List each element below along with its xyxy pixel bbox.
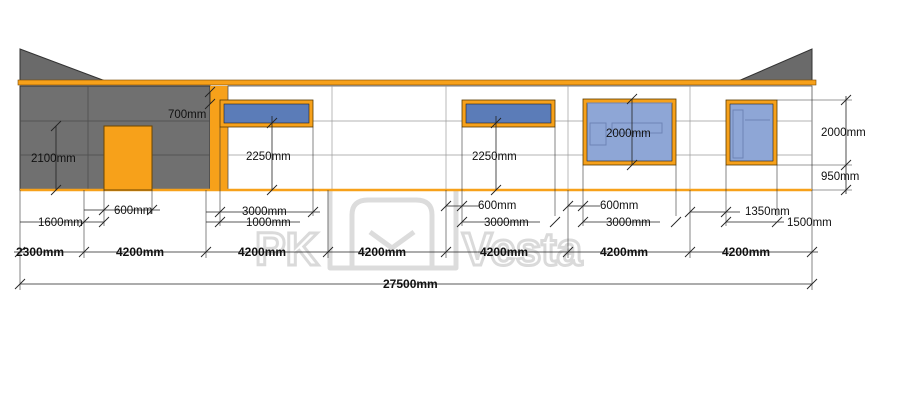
dim-bay-3: 4200mm: [238, 245, 286, 259]
dim-bay-1: 2300mm: [16, 245, 64, 259]
watermark-prefix: PK: [255, 223, 319, 275]
window-4-interior: [732, 109, 770, 159]
dim-window3-offset: 600mm: [600, 200, 638, 212]
dim-door-offset: 1600mm: [38, 217, 83, 229]
roof-right-wing: [735, 48, 813, 83]
dim-total: 27500mm: [383, 277, 438, 291]
dim-window2-height: 2250mm: [472, 151, 517, 163]
window-3-glass: [586, 102, 673, 162]
dimension-lines: [14, 86, 852, 290]
dim-window1-top: 700mm: [168, 109, 206, 121]
dim-window2-offset: 600mm: [478, 200, 516, 212]
dim-window4-offset: 1350mm: [745, 206, 790, 218]
dimension-labels: 2300mm 4200mm 4200mm 4200mm 4200mm 4200m…: [16, 109, 866, 291]
dim-window1-width: 3000mm: [242, 206, 287, 218]
dim-window3-width: 3000mm: [606, 217, 651, 229]
dim-bay-6: 4200mm: [600, 245, 648, 259]
roof-left-wing: [19, 48, 109, 83]
dim-window2-width: 3000mm: [484, 217, 529, 229]
roof-fascia: [17, 79, 817, 86]
dim-window4-sill: 950mm: [821, 171, 859, 183]
dim-door-width: 600mm: [114, 205, 152, 217]
dim-window4-height: 2000mm: [821, 127, 866, 139]
watermark-brand: Vesta: [462, 223, 583, 275]
watermark: PK Vesta: [254, 125, 584, 277]
window-3-interior: [587, 102, 672, 146]
dim-window4-width: 1500mm: [787, 217, 832, 229]
window-4-glass: [729, 103, 774, 162]
window-2-glass: [465, 103, 552, 124]
dim-window1-offset: 1000mm: [246, 217, 291, 229]
dim-bay-4: 4200mm: [358, 245, 406, 259]
entrance-door: [103, 125, 153, 191]
window-1-glass: [223, 103, 310, 124]
dim-bay-7: 4200mm: [722, 245, 770, 259]
dim-door-height: 2100mm: [31, 153, 76, 165]
dim-bay-2: 4200mm: [116, 245, 164, 259]
dim-window3-height: 2000mm: [606, 128, 651, 140]
dim-window1-height: 2250mm: [246, 151, 291, 163]
dim-bay-5: 4200mm: [480, 245, 528, 259]
